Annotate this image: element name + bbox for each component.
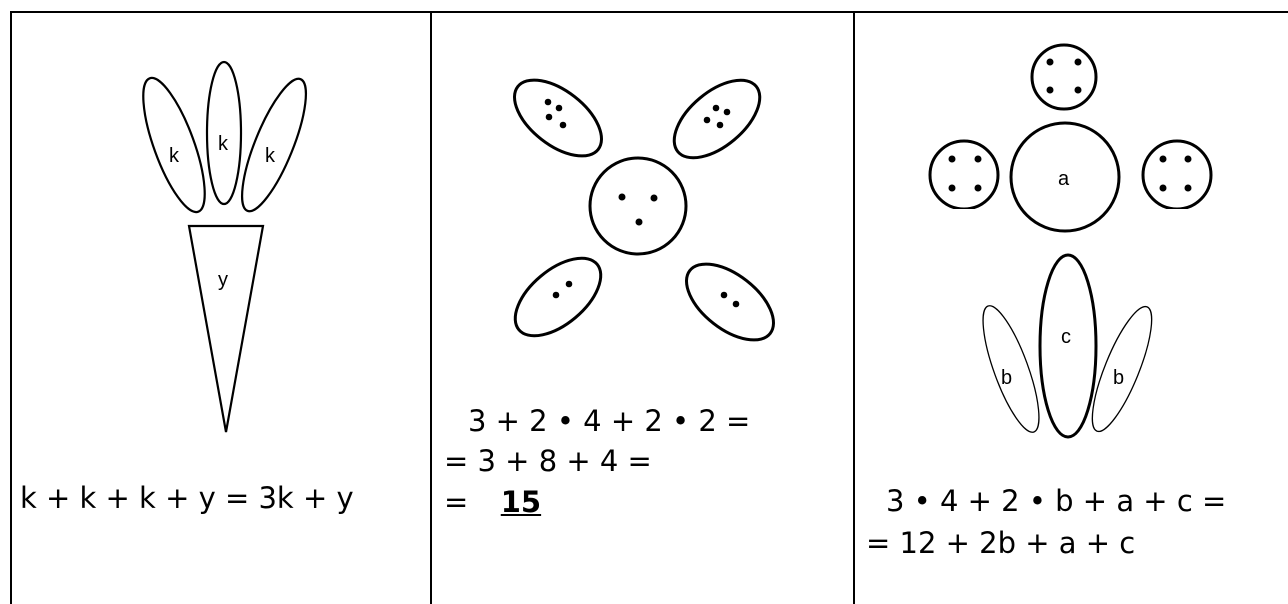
- panel-flower-vase: k k k y k + k + k + y = 3k + y: [12, 12, 430, 604]
- dot: [732, 300, 740, 308]
- dot: [635, 218, 643, 226]
- petal-left-label: k: [169, 145, 180, 167]
- table-left-border: [10, 11, 12, 604]
- dot: [720, 291, 728, 299]
- vase-triangle: [187, 224, 265, 433]
- flower-vase-diagram: k k k y: [142, 60, 308, 433]
- petal-middle: [205, 60, 243, 206]
- dot: [1046, 86, 1054, 94]
- dot: [650, 194, 658, 202]
- panel-circle-flower: a c b b 3 • 4 + 2 • b + a + c = = 12 + 2…: [855, 12, 1288, 604]
- equation-panel-2-line-1: 3 + 2 • 4 + 2 • 2 =: [468, 404, 751, 438]
- circle-flower-diagram: a c b b: [928, 43, 1213, 439]
- dot: [1046, 58, 1054, 66]
- dot-flower-diagram: [513, 78, 775, 342]
- dot: [565, 280, 573, 288]
- dot: [716, 121, 724, 129]
- left-circle: [928, 139, 1000, 209]
- dot: [1074, 86, 1082, 94]
- leaf-left: [982, 305, 1040, 433]
- result-value: 15: [500, 485, 542, 519]
- center-circle: [588, 156, 688, 256]
- petal-top-left: [513, 78, 603, 158]
- petal-left: [142, 76, 206, 214]
- equation-panel-2-line-2: = 3 + 8 + 4 =: [444, 444, 652, 478]
- dot: [974, 184, 982, 192]
- dot: [974, 155, 982, 163]
- dot: [618, 193, 626, 201]
- petal-right: [240, 77, 308, 213]
- dot: [723, 108, 731, 116]
- dot: [712, 104, 720, 112]
- dot: [948, 184, 956, 192]
- dot: [948, 155, 956, 163]
- right-circle: [1141, 139, 1213, 209]
- equals-sign: =: [444, 485, 469, 519]
- column-divider-1: [430, 11, 432, 604]
- center-circle: [1009, 121, 1121, 233]
- dot: [1159, 155, 1167, 163]
- panel-dot-flower: 3 + 2 • 4 + 2 • 2 = = 3 + 8 + 4 = = 15: [432, 12, 853, 604]
- petal-right-label: k: [265, 145, 276, 167]
- petal-bottom-left: [513, 256, 603, 338]
- leaf-left-label: b: [1001, 367, 1012, 389]
- leaf-right: [1091, 305, 1153, 433]
- column-divider-2: [853, 11, 855, 604]
- dot: [555, 104, 563, 112]
- dot: [1184, 184, 1192, 192]
- dot: [1159, 184, 1167, 192]
- equation-panel-2-line-3: = 15: [444, 488, 541, 517]
- dot: [1074, 58, 1082, 66]
- dot: [552, 291, 560, 299]
- dot: [544, 98, 552, 106]
- stem-label: c: [1061, 326, 1071, 348]
- equation-panel-3-line-1: 3 • 4 + 2 • b + a + c =: [886, 484, 1227, 518]
- petal-bottom-right: [685, 262, 775, 342]
- equation-panel-1: k + k + k + y = 3k + y: [20, 481, 354, 515]
- center-circle-label: a: [1058, 168, 1070, 190]
- petal-middle-label: k: [218, 133, 229, 155]
- vase-label: y: [218, 269, 228, 291]
- leaf-right-label: b: [1113, 367, 1124, 389]
- dot: [1184, 155, 1192, 163]
- equation-panel-3-line-2: = 12 + 2b + a + c: [866, 526, 1136, 560]
- dot: [703, 116, 711, 124]
- table-top-border: [10, 11, 1288, 13]
- top-circle: [1030, 43, 1098, 111]
- petal-top-right: [672, 78, 762, 160]
- dot: [559, 121, 567, 129]
- dot: [545, 113, 553, 121]
- stem-ellipse: [1038, 253, 1098, 439]
